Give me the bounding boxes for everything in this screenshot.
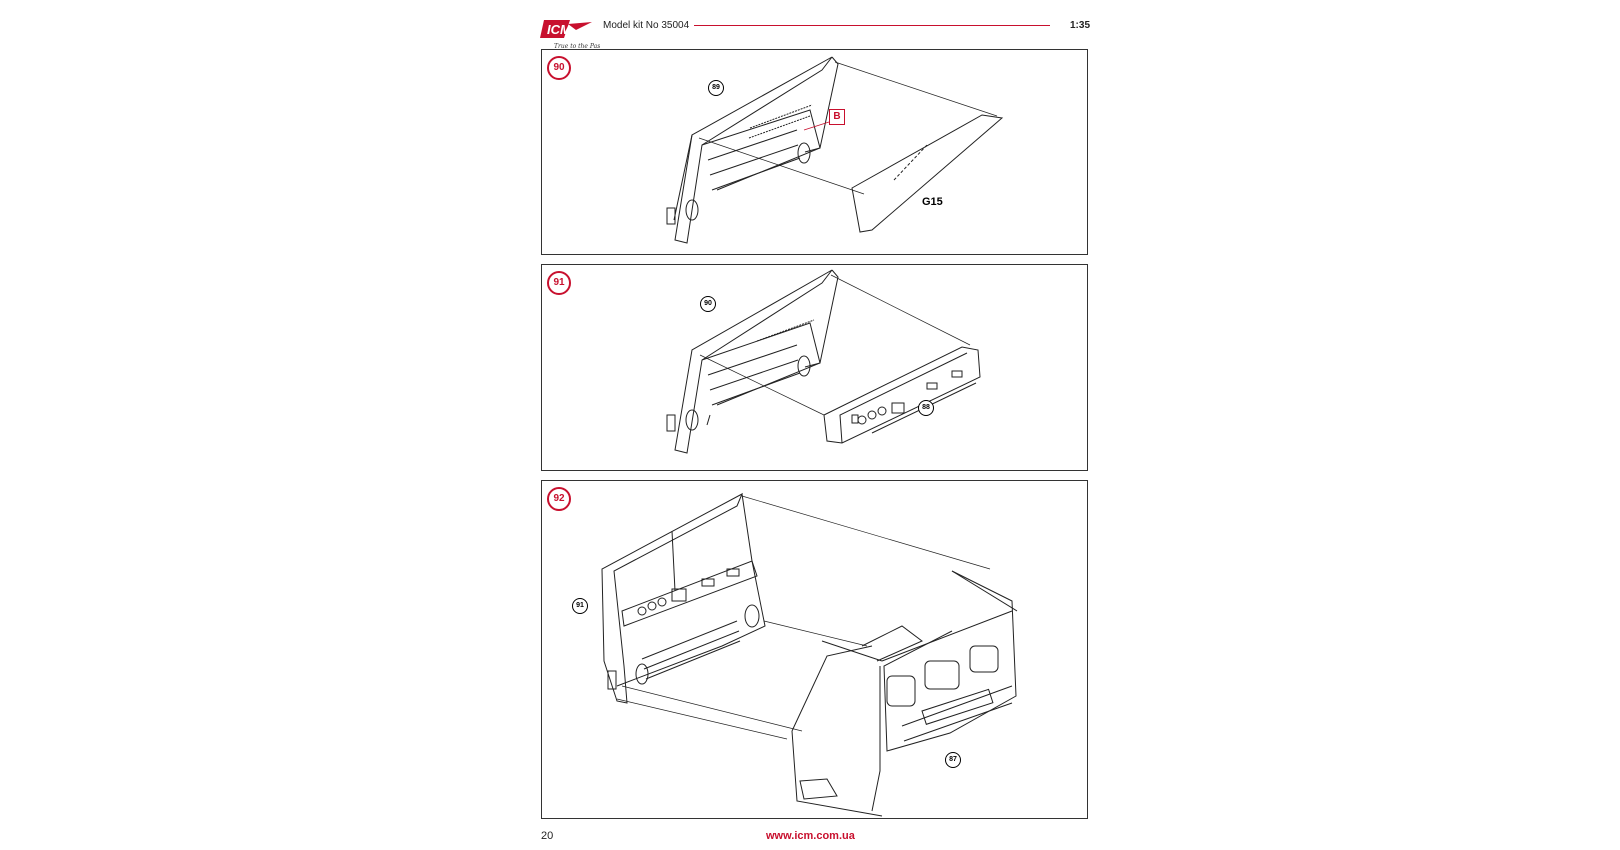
svg-text:ICM: ICM: [547, 22, 572, 37]
part-label: G15: [922, 196, 943, 208]
header-rule: [694, 25, 1050, 26]
part-callout: 91: [572, 598, 588, 614]
step-number-badge: 90: [547, 56, 571, 80]
scale-label: 1:35: [1069, 20, 1090, 31]
svg-text:True to the Past: True to the Past: [554, 43, 600, 50]
icm-logo: ICM True to the Past: [540, 16, 603, 50]
page-header: ICM True to the Past Model kit No 35004 …: [540, 14, 1090, 52]
website-link[interactable]: www.icm.com.ua: [766, 830, 855, 842]
step-number-badge: 91: [547, 271, 571, 295]
step-92-panel: 92 91 87: [541, 480, 1088, 819]
step-number-badge: 92: [547, 487, 571, 511]
kit-title: Model kit No 35004: [603, 20, 690, 31]
step-90-panel: 90 89 B G15: [541, 49, 1088, 255]
page-number: 20: [541, 830, 554, 842]
step-90-illustration: [666, 56, 1004, 244]
step-92-illustration: [601, 492, 1018, 817]
part-callout: 89: [708, 80, 724, 96]
step-91-illustration: [666, 269, 981, 454]
part-callout: 90: [700, 296, 716, 312]
step-91-panel: 91 90 88: [541, 264, 1088, 471]
paint-code-box: B: [829, 109, 845, 125]
part-callout: 88: [918, 400, 934, 416]
part-callout: 87: [945, 752, 961, 768]
